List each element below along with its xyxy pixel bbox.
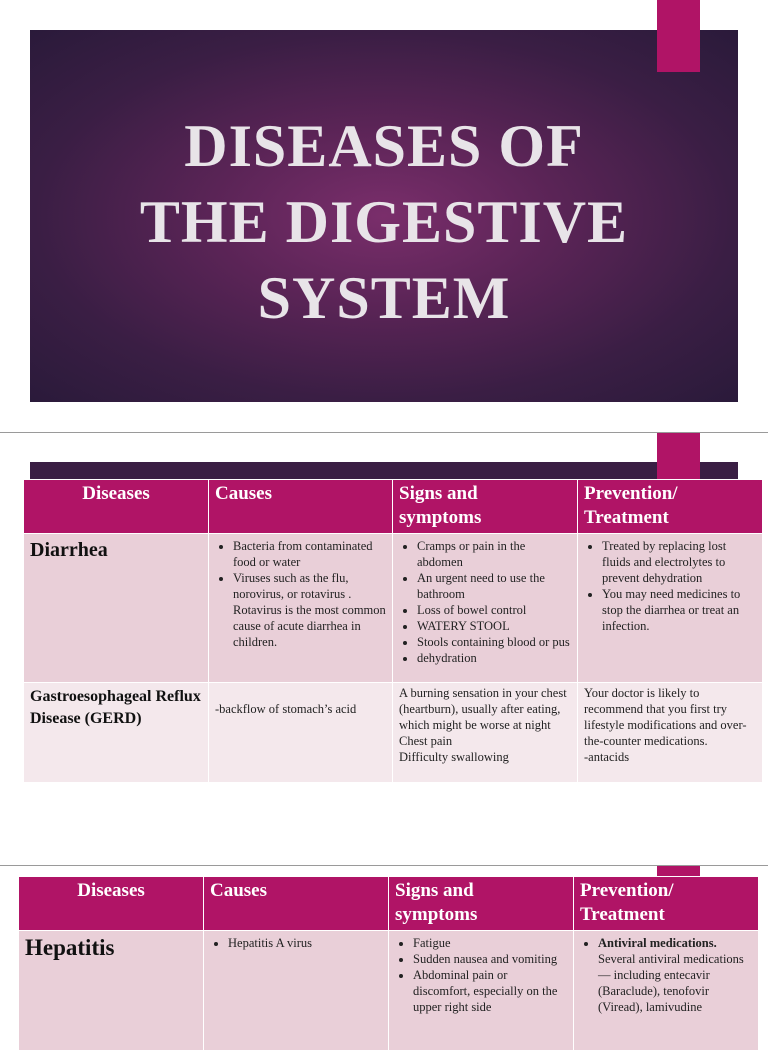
list-item: Bacteria from contaminated food or water — [233, 538, 386, 570]
causes-cell: Hepatitis A virus — [203, 930, 389, 1051]
slide-divider — [0, 432, 768, 433]
treatment-text: Several antiviral medications — includin… — [598, 952, 744, 1014]
accent-tab — [657, 0, 700, 72]
disease-cell: Diarrhea — [23, 533, 209, 683]
signs-cell: Fatigue Sudden nausea and vomiting Abdom… — [388, 930, 574, 1051]
prevention-cell: Your doctor is likely to recommend that … — [577, 682, 763, 783]
slide-title: DISEASES OF THE DIGESTIVE SYSTEM — [30, 108, 738, 336]
table-row: Gastroesophageal Reflux Disease (GERD) -… — [23, 682, 763, 783]
disease-name: Gastroesophageal Reflux Disease (GERD) — [30, 688, 201, 727]
title-slide — [30, 30, 738, 402]
causes-cell: -backflow of stomach’s acid — [208, 682, 393, 783]
list-item: Sudden nausea and vomiting — [413, 951, 567, 967]
symptom-text: Chest pain — [399, 734, 453, 748]
prevention-cell: Treated by replacing lost fluids and ele… — [577, 533, 763, 683]
table-row: Hepatitis Hepatitis A virus Fatigue Sudd… — [18, 930, 759, 1051]
disease-cell: Hepatitis — [18, 930, 204, 1051]
symptom-text: Difficulty swallowing — [399, 750, 509, 764]
header-diseases: Diseases — [23, 479, 209, 534]
list-item: WATERY STOOL — [417, 618, 571, 634]
header-prevention: Prevention/Treatment — [577, 479, 763, 534]
list-item: Antiviral medications. Several antiviral… — [598, 935, 752, 1015]
slide-divider — [0, 865, 768, 866]
bold-text: Antiviral medications. — [598, 936, 717, 950]
list-item: Hepatitis A virus — [228, 935, 382, 951]
signs-cell: Cramps or pain in the abdomen An urgent … — [392, 533, 578, 683]
accent-tab — [657, 866, 700, 876]
header-causes: Causes — [208, 479, 393, 534]
title-line: THE DIGESTIVE — [139, 189, 629, 255]
title-line: SYSTEM — [257, 265, 511, 331]
symptom-text: A burning sensation in your chest (heart… — [399, 686, 567, 732]
list-item: An urgent need to use the bathroom — [417, 570, 571, 602]
list-item: Viruses such as the flu, norovirus, or r… — [233, 570, 386, 650]
treatment-text: -antacids — [584, 750, 630, 764]
header-diseases: Diseases — [18, 876, 204, 931]
list-item: Abdominal pain or discomfort, especially… — [413, 967, 567, 1015]
table-row: Diarrhea Bacteria from contaminated food… — [23, 533, 763, 683]
header-prevention: Prevention/Treatment — [573, 876, 759, 931]
disease-name: Hepatitis — [25, 935, 115, 960]
signs-cell: A burning sensation in your chest (heart… — [392, 682, 578, 783]
disease-name: Diarrhea — [30, 539, 108, 561]
cause-text: -backflow of stomach’s acid — [215, 702, 357, 716]
list-item: Stools containing blood or pus — [417, 634, 571, 650]
accent-tab — [657, 433, 700, 481]
prevention-cell: Antiviral medications. Several antiviral… — [573, 930, 759, 1051]
causes-cell: Bacteria from contaminated food or water… — [208, 533, 393, 683]
disease-cell: Gastroesophageal Reflux Disease (GERD) — [23, 682, 209, 783]
title-line: DISEASES OF — [184, 113, 584, 179]
list-item: Loss of bowel control — [417, 602, 571, 618]
list-item: dehydration — [417, 650, 571, 666]
list-item: Cramps or pain in the abdomen — [417, 538, 571, 570]
list-item: Fatigue — [413, 935, 567, 951]
treatment-text: Your doctor is likely to recommend that … — [584, 686, 747, 748]
slide-background — [30, 462, 738, 482]
header-causes: Causes — [203, 876, 389, 931]
list-item: Treated by replacing lost fluids and ele… — [602, 538, 756, 586]
list-item: You may need medicines to stop the diarr… — [602, 586, 756, 634]
